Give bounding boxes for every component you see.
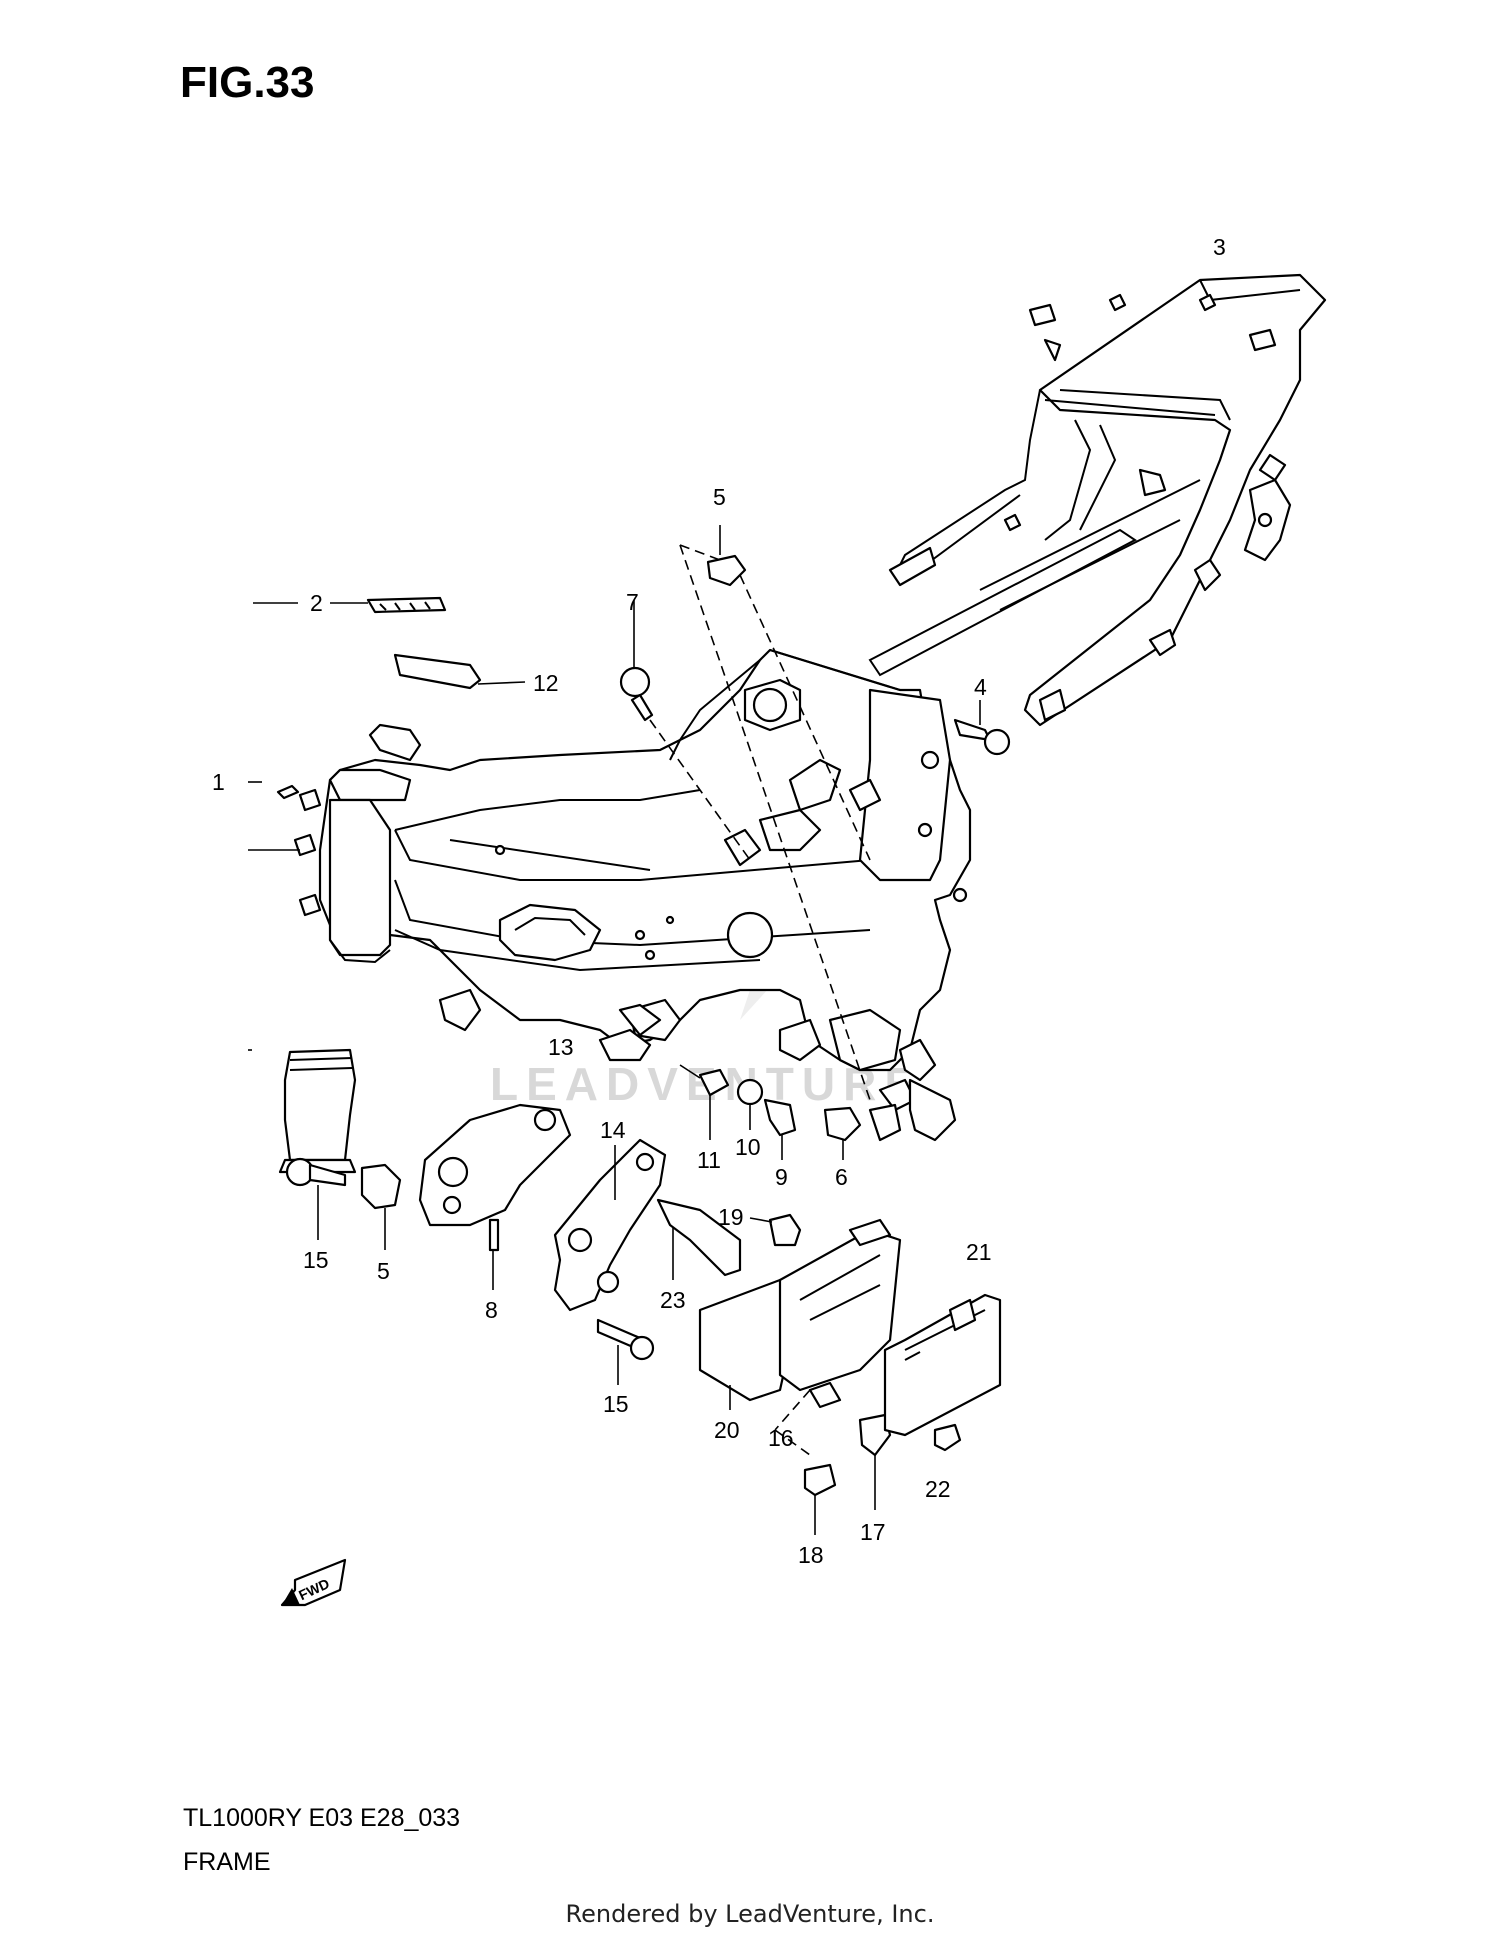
- part-15-left-bolt: [285, 1157, 347, 1187]
- part-12-plate: [393, 653, 482, 690]
- part-19-nut: [768, 1213, 802, 1247]
- part-23-bracket: [656, 1198, 742, 1277]
- part-5-pin-top: [706, 554, 747, 587]
- callout-7: 7: [626, 589, 639, 615]
- callout-15-left: 15: [303, 1247, 329, 1273]
- part-11-leader-top: [679, 1064, 701, 1079]
- part-6-bushing: [823, 1106, 862, 1142]
- part-4-bolt: [953, 718, 1011, 756]
- callout-3: 3: [1213, 234, 1226, 260]
- callout-6: 6: [835, 1164, 848, 1190]
- part-16-battery-holder: [778, 1218, 902, 1409]
- callout-13: 13: [548, 1034, 574, 1060]
- callout-16: 16: [768, 1425, 794, 1451]
- callout-8: 8: [485, 1297, 498, 1323]
- callout-21: 21: [966, 1239, 992, 1265]
- watermark-text: LEADVENTURE: [490, 1058, 923, 1110]
- part-8-bolt: [488, 1218, 500, 1252]
- footer-credit: Rendered by LeadVenture, Inc.: [565, 1900, 935, 1928]
- footer-model-code: TL1000RY E03 E28_033: [183, 1804, 461, 1832]
- callout-22: 22: [925, 1476, 951, 1502]
- part-18-bolt: [803, 1463, 837, 1497]
- callout-10: 10: [735, 1134, 761, 1160]
- callout-1: 1: [212, 769, 225, 795]
- part-15-right-bolt: [596, 1318, 655, 1361]
- part-16-dash-line: [774, 1389, 811, 1456]
- callout-23: 23: [660, 1287, 686, 1313]
- figure-title: FIG.33: [180, 58, 315, 107]
- part-2-ring: [366, 596, 447, 614]
- part-21-control-unit: [883, 1293, 1002, 1437]
- main-frame: [293, 648, 972, 1142]
- part-7-bolt: [619, 666, 654, 722]
- part-14-bracket: [553, 1138, 667, 1312]
- callout-4: 4: [974, 674, 987, 700]
- fwd-arrow-icon: FWD: [280, 1558, 347, 1607]
- callout-5-top: 5: [713, 484, 726, 510]
- callout-15-right: 15: [603, 1391, 629, 1417]
- part-5-dash-line: [679, 544, 871, 861]
- part-1-clip: [276, 784, 300, 800]
- callout-14: 14: [600, 1117, 626, 1143]
- part-10-collar: [736, 1078, 764, 1106]
- part-19-leader: [749, 1217, 773, 1223]
- callout-5-lower: 5: [377, 1258, 390, 1284]
- callout-20: 20: [714, 1417, 740, 1443]
- part-5-bushing: [360, 1163, 402, 1210]
- callout-9: 9: [775, 1164, 788, 1190]
- callout-12: 12: [533, 670, 559, 696]
- part-13-bracket: [418, 1103, 572, 1227]
- part-7-dash-line: [649, 719, 751, 861]
- part-11-cap: [698, 1068, 730, 1097]
- callout-18: 18: [798, 1542, 824, 1568]
- rear-subframe: [868, 273, 1327, 727]
- part-9-bolt: [763, 1098, 797, 1137]
- part-12-leader: [477, 681, 526, 685]
- footer-section-name: FRAME: [183, 1848, 271, 1876]
- callout-17: 17: [860, 1519, 886, 1545]
- part-17-bolt: [858, 1413, 892, 1457]
- part-5-dash-line-b: [679, 544, 871, 1101]
- part-13-head-pipe: [278, 1048, 357, 1174]
- callout-11: 11: [697, 1147, 721, 1173]
- part-22-screw: [933, 1423, 962, 1452]
- callout-2: 2: [310, 590, 323, 616]
- callout-19: 19: [718, 1204, 744, 1230]
